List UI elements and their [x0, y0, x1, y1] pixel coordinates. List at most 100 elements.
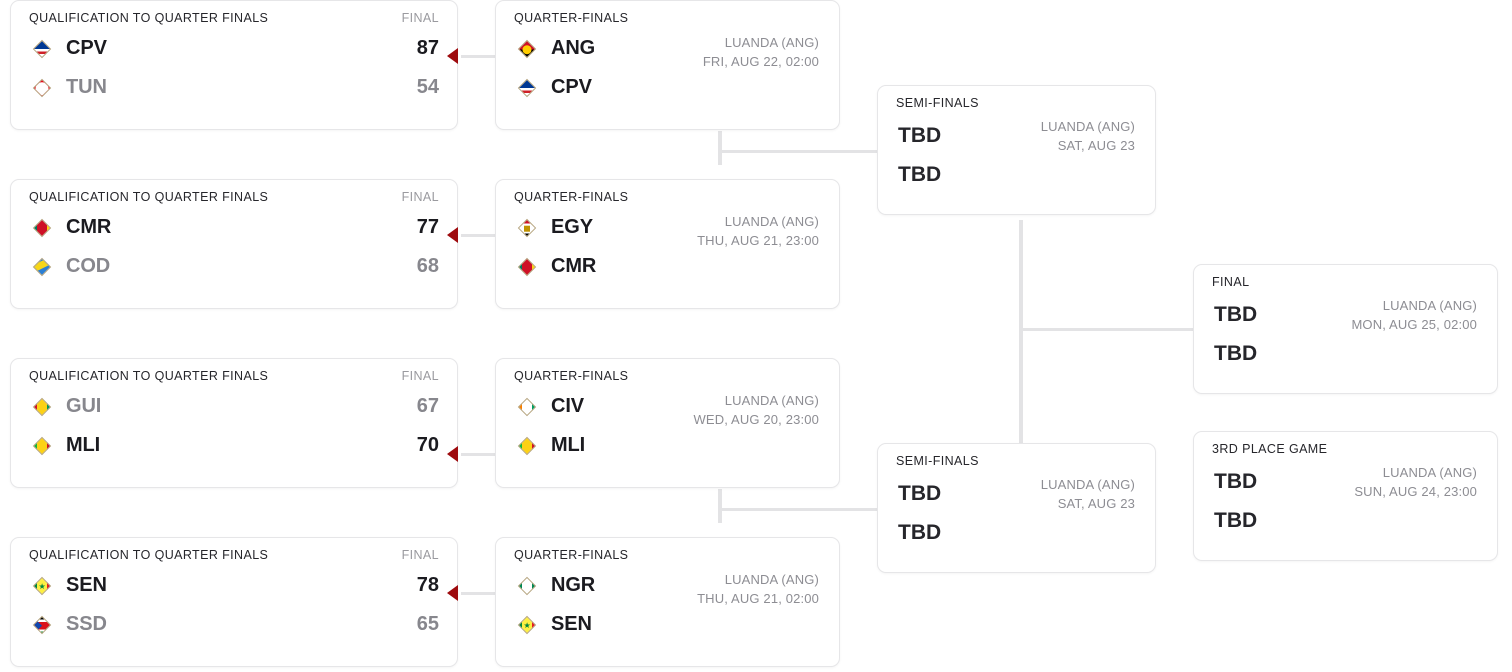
team-row[interactable]: TBD [898, 116, 1135, 155]
quarter-final-card-3[interactable]: QUARTER-FINALS CIV MLI LUANDA (ANG) WED,… [495, 358, 840, 488]
venue: LUANDA (ANG) [1040, 477, 1135, 492]
venue: LUANDA (ANG) [724, 214, 819, 229]
card-header: QUARTER-FINALS [496, 1, 839, 25]
datetime: SAT, AUG 23 [1057, 138, 1135, 153]
team-score: 87 [416, 37, 439, 59]
flag-mli-icon [514, 436, 540, 455]
qualification-card-1[interactable]: QUALIFICATION TO QUARTER FINALS FINAL CP… [10, 0, 458, 130]
card-title: QUALIFICATION TO QUARTER FINALS [29, 548, 269, 562]
game-meta: LUANDA (ANG) SAT, AUG 23 [1041, 475, 1135, 513]
final-card[interactable]: FINAL TBD TBD LUANDA (ANG) MON, AUG 25, … [1193, 264, 1498, 394]
team-row[interactable]: TBD [1214, 501, 1477, 540]
team-name: SEN [66, 574, 107, 596]
flag-mli-icon [29, 436, 55, 455]
team-row[interactable]: CPV [514, 68, 821, 107]
card-title: SEMI-FINALS [896, 454, 979, 468]
datetime: MON, AUG 25, 02:00 [1351, 317, 1477, 332]
team-row[interactable]: TBD [898, 474, 1135, 513]
team-row[interactable]: TBD [898, 513, 1135, 552]
card-header: QUALIFICATION TO QUARTER FINALS FINAL [11, 1, 457, 25]
team-name: TBD [898, 123, 942, 147]
datetime: SAT, AUG 23 [1057, 496, 1135, 511]
flag-cpv-icon [29, 39, 55, 58]
team-name: TBD [898, 162, 942, 186]
card-header: QUALIFICATION TO QUARTER FINALS FINAL [11, 538, 457, 562]
team-row[interactable]: MLI [514, 426, 821, 465]
team-row[interactable]: ANG [514, 29, 821, 68]
team-name: TBD [1214, 341, 1258, 365]
team-row[interactable]: GUI 67 [29, 387, 439, 426]
card-title: QUARTER-FINALS [514, 11, 629, 25]
team-score: 78 [416, 574, 439, 596]
game-meta: LUANDA (ANG) THU, AUG 21, 02:00 [697, 570, 819, 608]
team-row[interactable]: TBD [1214, 462, 1477, 501]
qualification-card-2[interactable]: QUALIFICATION TO QUARTER FINALS FINAL CM… [10, 179, 458, 309]
flag-sen-icon: ★ [29, 576, 55, 595]
connector-qual-1 [461, 55, 497, 58]
connector-qual-2 [461, 234, 497, 237]
flag-cod-icon [29, 257, 55, 276]
winner-arrow [447, 585, 458, 601]
flag-cmr-icon [514, 257, 540, 276]
team-row[interactable]: MLI 70 [29, 426, 439, 465]
team-name: EGY [551, 216, 593, 238]
card-header: QUALIFICATION TO QUARTER FINALS FINAL [11, 359, 457, 383]
team-row[interactable]: TBD [1214, 334, 1477, 373]
card-title: QUALIFICATION TO QUARTER FINALS [29, 11, 269, 25]
team-row[interactable]: CMR [514, 247, 821, 286]
team-row[interactable]: TBD [1214, 295, 1477, 334]
card-rows: ★ SEN 78 SSD 65 [11, 562, 457, 644]
flag-ssd-icon [29, 615, 55, 634]
team-row[interactable]: TUN 54 [29, 68, 439, 107]
team-row[interactable]: ★ SEN 78 [29, 566, 439, 605]
team-row[interactable]: CMR 77 [29, 208, 439, 247]
connector-sf-vertical [1019, 220, 1023, 444]
team-name: TUN [66, 76, 107, 98]
quarter-final-card-4[interactable]: QUARTER-FINALS NGR ★ SEN LUANDA (ANG) TH… [495, 537, 840, 667]
team-name: NGR [551, 574, 596, 596]
card-status-label: FINAL [401, 190, 439, 204]
card-rows: EGY CMR LUANDA (ANG) THU, AUG 21, 23:00 [496, 204, 839, 286]
team-name: TBD [1214, 508, 1258, 532]
flag-egy-icon [514, 218, 540, 237]
card-title: SEMI-FINALS [896, 96, 979, 110]
quarter-final-card-2[interactable]: QUARTER-FINALS EGY CMR LUANDA (ANG) THU,… [495, 179, 840, 309]
card-rows: CIV MLI LUANDA (ANG) WED, AUG 20, 23:00 [496, 383, 839, 465]
team-row[interactable]: COD 68 [29, 247, 439, 286]
third-place-card[interactable]: 3RD PLACE GAME TBD TBD LUANDA (ANG) SUN,… [1193, 431, 1498, 561]
team-row[interactable]: CIV [514, 387, 821, 426]
card-header: QUALIFICATION TO QUARTER FINALS FINAL [11, 180, 457, 204]
connector-sf-to-final [1019, 328, 1197, 331]
qualification-card-4[interactable]: QUALIFICATION TO QUARTER FINALS FINAL ★ … [10, 537, 458, 667]
semi-final-card-2[interactable]: SEMI-FINALS TBD TBD LUANDA (ANG) SAT, AU… [877, 443, 1156, 573]
team-row[interactable]: TBD [898, 155, 1135, 194]
connector-qf34-vertical [718, 489, 722, 523]
venue: LUANDA (ANG) [724, 35, 819, 50]
team-row[interactable]: ★ SEN [514, 605, 821, 644]
flag-ngr-icon [514, 576, 540, 595]
flag-tun-icon [29, 78, 55, 97]
card-rows: CMR 77 COD 68 [11, 204, 457, 286]
card-rows: TBD TBD LUANDA (ANG) SAT, AUG 23 [878, 110, 1155, 194]
team-name: CMR [66, 216, 112, 238]
datetime: FRI, AUG 22, 02:00 [702, 54, 819, 69]
winner-arrow [447, 48, 458, 64]
quarter-final-card-1[interactable]: QUARTER-FINALS ANG CPV LUANDA (ANG) FRI,… [495, 0, 840, 130]
card-title: QUALIFICATION TO QUARTER FINALS [29, 190, 269, 204]
card-status-label: FINAL [401, 548, 439, 562]
team-score: 67 [416, 395, 439, 417]
datetime: WED, AUG 20, 23:00 [693, 412, 819, 427]
team-row[interactable]: EGY [514, 208, 821, 247]
card-title: QUARTER-FINALS [514, 190, 629, 204]
team-score: 77 [416, 216, 439, 238]
team-row[interactable]: NGR [514, 566, 821, 605]
team-row[interactable]: SSD 65 [29, 605, 439, 644]
qualification-card-3[interactable]: QUALIFICATION TO QUARTER FINALS FINAL GU… [10, 358, 458, 488]
card-title: 3RD PLACE GAME [1212, 442, 1328, 456]
team-row[interactable]: CPV 87 [29, 29, 439, 68]
team-name: CPV [66, 37, 107, 59]
team-score: 68 [416, 255, 439, 277]
winner-arrow [447, 227, 458, 243]
flag-cpv-icon [514, 78, 540, 97]
semi-final-card-1[interactable]: SEMI-FINALS TBD TBD LUANDA (ANG) SAT, AU… [877, 85, 1156, 215]
